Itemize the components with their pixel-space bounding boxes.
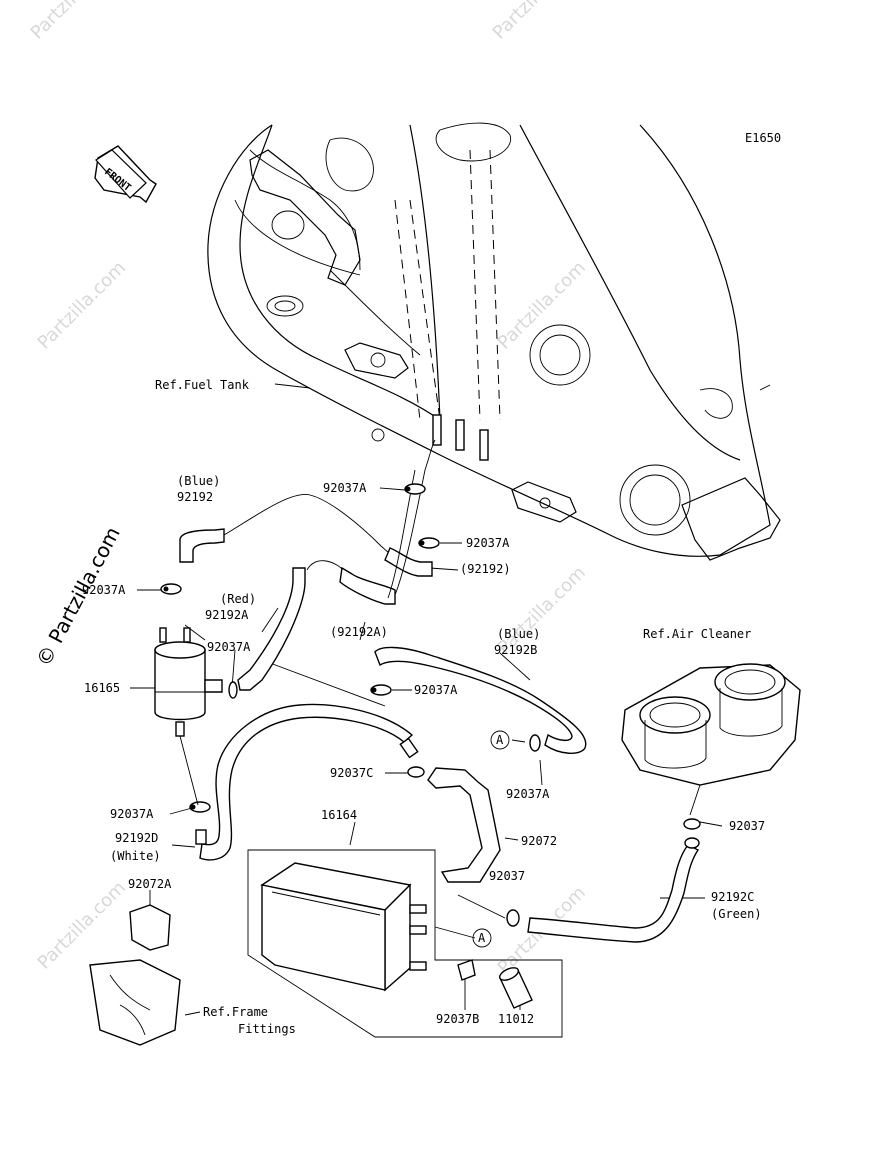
hose-92192a-red xyxy=(237,567,306,691)
front-arrow-icon: FRONT xyxy=(94,145,157,204)
callout-92037: 92037 xyxy=(729,819,765,833)
clamp-icon xyxy=(370,684,392,696)
callout-92192: 92192 xyxy=(177,490,213,504)
callout-92037a: 92037A xyxy=(110,807,154,821)
hose-92192c-green xyxy=(527,844,700,943)
frame-fittings xyxy=(89,904,181,1046)
callout-16164: 16164 xyxy=(321,808,357,822)
canister-group-frame xyxy=(247,849,563,1038)
callout-92192d: 92192D xyxy=(115,831,158,845)
watermark: Partzilla.com xyxy=(489,0,585,44)
hoses xyxy=(179,439,700,1009)
hose-92192d-white xyxy=(199,703,414,861)
callout-92037b: 92037B xyxy=(436,1012,479,1026)
callout-92037a: 92037A xyxy=(414,683,458,697)
callout-92037a: 92037A xyxy=(323,481,367,495)
clamps xyxy=(160,483,701,981)
watermark: Partzilla.com xyxy=(494,257,590,353)
hose-92192b-blue xyxy=(374,646,587,754)
watermark: Partzilla.com xyxy=(34,877,130,973)
callout-92037c: 92037C xyxy=(330,766,373,780)
callout-92192-paren: (92192) xyxy=(460,562,511,576)
hose-92192-blue xyxy=(179,528,225,563)
callout-green: (Green) xyxy=(711,907,762,921)
callout-labels: Ref.Fuel Tank (Blue) 92192 92037A 92037A… xyxy=(82,378,765,1036)
callout-92037a: 92037A xyxy=(82,583,126,597)
callout-92037: 92037 xyxy=(489,869,525,883)
clamp-icon xyxy=(407,766,425,778)
watermarks: Partzilla.com Partzilla.com Partzilla.co… xyxy=(27,0,590,979)
clamp-icon xyxy=(683,818,701,830)
callout-ref-fuel-tank: Ref.Fuel Tank xyxy=(155,378,250,392)
callout-92192a-paren: (92192A) xyxy=(330,625,388,639)
clamp-icon xyxy=(529,734,541,752)
fuel-tank xyxy=(207,122,781,561)
watermark: Partzilla.com xyxy=(27,0,123,44)
air-cleaner xyxy=(621,663,801,786)
clamp-icon xyxy=(160,583,182,595)
watermark: Partzilla.com xyxy=(34,257,130,353)
marker-a-label: A xyxy=(496,733,504,747)
figure-code: E1650 xyxy=(745,131,781,145)
callout-92037a: 92037A xyxy=(207,640,251,654)
callout-blue: (Blue) xyxy=(497,627,540,641)
callout-red: (Red) xyxy=(220,592,256,606)
callout-ref-air-cleaner: Ref.Air Cleaner xyxy=(643,627,751,641)
tank-nipples xyxy=(432,414,489,461)
callout-92037a: 92037A xyxy=(506,787,550,801)
clamp-icon xyxy=(457,959,476,981)
clamp-icon xyxy=(418,537,440,549)
connection-marker-a: A xyxy=(472,928,492,948)
clamp-icon xyxy=(404,483,426,495)
callout-92072a: 92072A xyxy=(128,877,172,891)
callout-92072: 92072 xyxy=(521,834,557,848)
fuel-filter-16165 xyxy=(154,627,223,806)
callout-92037a: 92037A xyxy=(466,536,510,550)
callout-92192a: 92192A xyxy=(205,608,249,622)
connection-marker-a: A xyxy=(490,730,510,750)
callout-11012: 11012 xyxy=(498,1012,534,1026)
clamp-icon xyxy=(506,909,520,927)
callout-fittings: Fittings xyxy=(238,1022,296,1036)
clamp-icon xyxy=(228,681,238,699)
callout-blue: (Blue) xyxy=(177,474,220,488)
callout-92192c: 92192C xyxy=(711,890,754,904)
clamp-icon xyxy=(189,801,211,813)
marker-a-label: A xyxy=(478,931,486,945)
callout-ref-frame: Ref.Frame xyxy=(203,1005,268,1019)
callout-16165: 16165 xyxy=(84,681,120,695)
callout-92192b: 92192B xyxy=(494,643,537,657)
canister-16164 xyxy=(260,862,427,992)
callout-white: (White) xyxy=(110,849,161,863)
bracket-92072 xyxy=(427,767,501,883)
